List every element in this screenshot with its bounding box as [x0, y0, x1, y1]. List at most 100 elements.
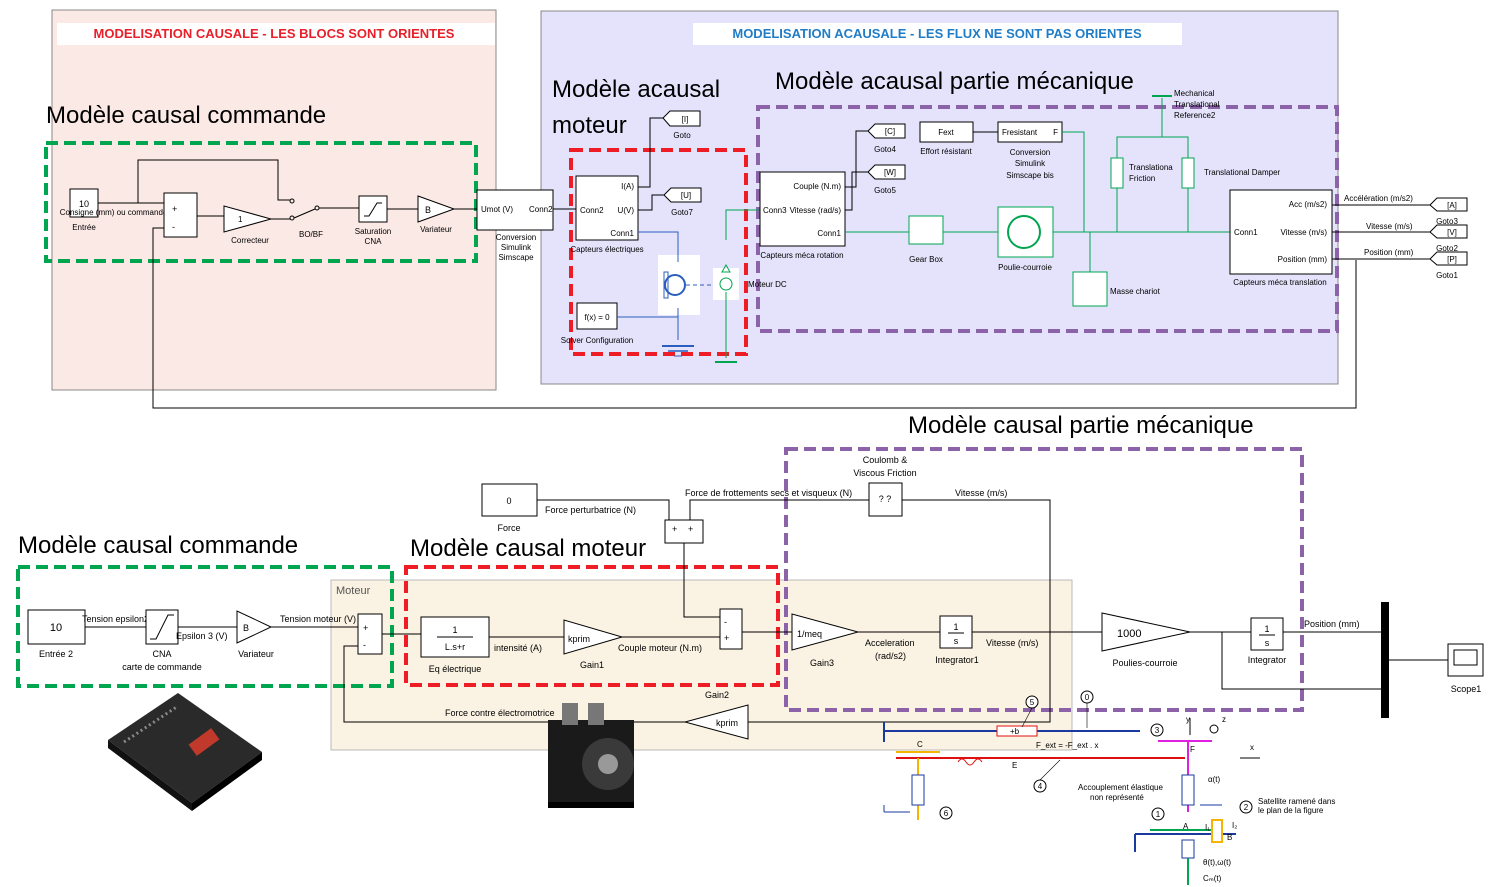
goto-a[interactable] [1429, 197, 1468, 212]
force-block[interactable] [481, 483, 538, 517]
sch-a: A [1183, 822, 1189, 831]
entree-name: Entrée [72, 223, 96, 232]
cap-elec-p2: U(V) [618, 206, 635, 215]
goto4-name: Goto4 [874, 145, 896, 154]
goto7-name: Goto7 [671, 208, 693, 217]
conv1-name-2: Simulink [501, 243, 532, 252]
kinematic-schema: +b 5 0 C E F_ext = -F_ext . x 6 4 3 F y … [883, 690, 1335, 885]
fext-value: Fext [938, 128, 954, 137]
purple-dash-bottom [784, 447, 1304, 712]
integrator[interactable] [1250, 617, 1284, 651]
trans-friction[interactable] [1110, 157, 1124, 189]
acausal-header: MODELISATION ACAUSALE - LES FLUX NE SONT… [732, 26, 1142, 41]
meq-value: 1/meq [797, 629, 822, 639]
kprim-gain[interactable] [563, 619, 624, 655]
coulomb-value: ? ? [879, 494, 892, 504]
goto-c[interactable] [867, 123, 906, 139]
acausal-panel [540, 10, 1339, 385]
bobf-name: BO/BF [299, 230, 323, 239]
saturation-icon [364, 202, 382, 217]
masse-name: Masse chariot [1110, 287, 1161, 296]
poulies-gain[interactable] [1101, 612, 1191, 652]
goto-p[interactable] [1429, 251, 1468, 266]
switch-pin1 [289, 198, 295, 204]
masse-chariot[interactable] [1072, 271, 1108, 307]
gain3-name: Gain3 [810, 658, 834, 668]
correcteur-gain[interactable] [223, 205, 273, 233]
sum-force-plus1: + [672, 524, 677, 534]
goto-i[interactable] [662, 110, 701, 127]
int2-num: 1 [1264, 624, 1269, 634]
sch-b: B [1227, 833, 1232, 842]
causal-header-bg [57, 23, 495, 45]
solver-block[interactable] [576, 302, 618, 330]
conv2-name-3: Simscape bis [1006, 171, 1054, 180]
solver-value: f(x) = 0 [584, 313, 610, 322]
frott-label: Force de frottements secs et visqueux (N… [685, 488, 852, 498]
int2-den: s [1265, 638, 1270, 648]
goto-w[interactable] [867, 164, 906, 180]
wire-vitesse-mux [1221, 632, 1382, 690]
sig-vit: Vitesse (m/s) [1366, 222, 1413, 231]
couple-moteur-label: Couple moteur (N.m) [618, 643, 702, 653]
poulie-courroie[interactable] [997, 206, 1054, 258]
sch-2: 2 [1244, 803, 1249, 812]
goto-name: Goto [673, 131, 691, 140]
goto2-name: Goto2 [1436, 244, 1458, 253]
trans-friction-1: Translationa [1129, 163, 1173, 172]
saturation-name-2: CNA [365, 237, 383, 246]
conv1-name-1: Conversion [496, 233, 536, 242]
moteur-dc-icon [664, 274, 686, 296]
goto-v[interactable] [1429, 224, 1468, 239]
sum-minus: - [172, 222, 175, 232]
conv1-in: Umot (V) [481, 205, 513, 214]
acausal-header-bg [693, 23, 1182, 45]
sch-6: 6 [944, 809, 949, 818]
sum-block-top[interactable] [163, 192, 198, 238]
sum-gain2[interactable] [719, 608, 743, 650]
vitesse-label: Vitesse (m/s) [986, 638, 1038, 648]
sch-0: 0 [1085, 693, 1090, 702]
variateur-gain-bottom[interactable] [236, 610, 273, 644]
goto-u[interactable] [663, 187, 702, 203]
intensite-label: intensité (A) [494, 643, 542, 653]
poulie-icon [1007, 215, 1041, 249]
scope1[interactable] [1447, 643, 1484, 677]
sum-motor[interactable] [357, 613, 383, 655]
title-acausal-moteur-1: Modèle acausal [552, 76, 720, 103]
title-causal-commande-bottom: Modèle causal commande [18, 532, 298, 559]
mux-bar [1381, 602, 1389, 718]
gear-box[interactable] [908, 215, 944, 245]
capteurs-meca-translation[interactable] [1229, 189, 1333, 275]
force-value: 0 [506, 496, 511, 506]
wire-couple-goto [845, 130, 868, 188]
sch-satellite-2: le plan de la figure [1258, 806, 1324, 815]
eq-den: L.s+r [445, 642, 465, 652]
conv2-in: Fresistant [1002, 128, 1038, 137]
mech-ref-3: Reference2 [1174, 111, 1216, 120]
cap-trans-p4: Position (mm) [1278, 255, 1328, 264]
sum-force[interactable] [664, 519, 704, 544]
cap-trans-name: Capteurs méca translation [1233, 278, 1326, 287]
entree2-value: 10 [50, 622, 62, 634]
capteurs-meca-rotation[interactable] [759, 171, 846, 247]
meq-gain[interactable] [791, 613, 860, 651]
conv1-block[interactable] [476, 189, 554, 231]
moteur-area-label: Moteur [336, 585, 371, 597]
mech-ref-1: Mechanical [1174, 89, 1215, 98]
scope-icon [1453, 649, 1478, 666]
integrator-name: Integrator [1248, 655, 1287, 665]
integrator1[interactable] [939, 615, 973, 649]
wire-ref-damper [1162, 136, 1189, 158]
capteurs-electriques[interactable] [575, 175, 639, 241]
cap-trans-p3: Vitesse (m/s) [1280, 228, 1327, 237]
meca-rot-p1: Couple (N.m) [793, 182, 841, 191]
wire-motor-rot [725, 209, 760, 240]
trans-damper[interactable] [1181, 157, 1195, 189]
sum-plus: + [172, 204, 177, 214]
wire-force-sum [537, 499, 670, 520]
sum-motor-plus: + [363, 623, 368, 633]
title-acausal-meca: Modèle acausal partie mécanique [775, 68, 1134, 95]
force-contre-label: Force contre électromotrice [445, 708, 555, 718]
solver-name: Solver Configuration [561, 336, 633, 345]
